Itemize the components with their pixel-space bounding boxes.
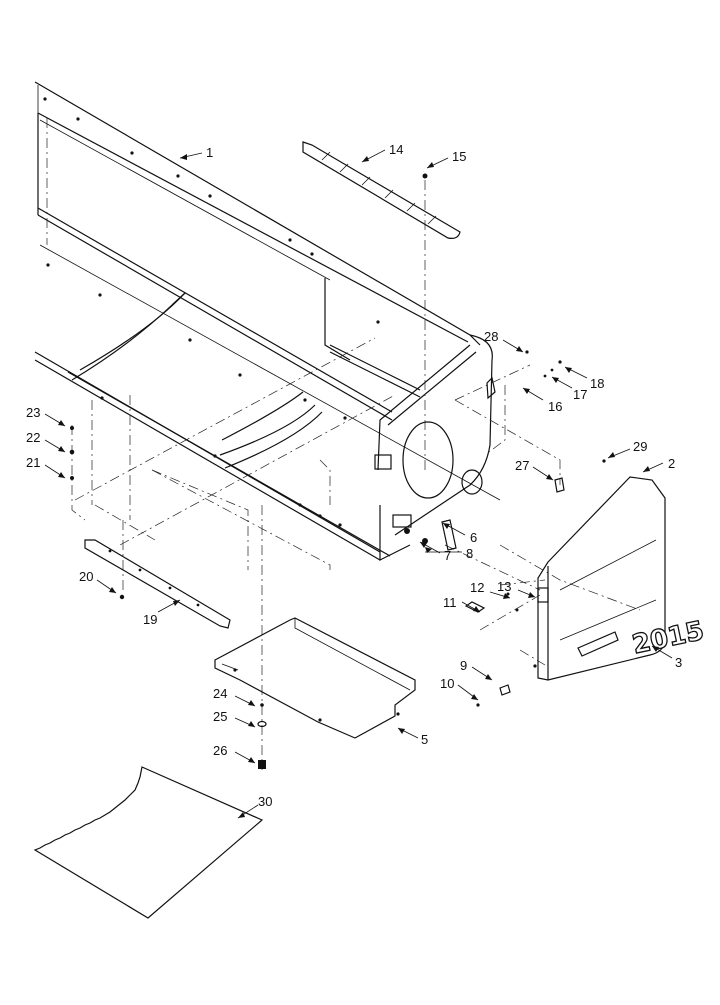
callout-29: 29 [633,439,647,454]
callout-8: 8 [466,546,473,561]
frame-holes [43,97,380,527]
callout-20: 20 [79,569,93,584]
callout-30: 30 [258,794,272,809]
callout-16: 16 [548,399,562,414]
callout-28: 28 [484,329,498,344]
part-30-decal-sheet [33,766,264,919]
part-bottom-tray [214,617,416,739]
callout-21: 21 [26,455,40,470]
hardware-24-26 [257,703,267,769]
callout-13: 13 [497,579,511,594]
callout-18: 18 [590,376,604,391]
logo-2015: 2015 [630,616,707,660]
callout-22: 22 [26,430,40,445]
callout-5: 5 [421,732,428,747]
callout-19: 19 [143,612,157,627]
callout-labels: 1 2 3 5 6 7 8 9 10 11 12 13 14 15 16 17 … [26,142,682,809]
callout-3: 3 [675,655,682,670]
part-15-bolt [422,173,428,179]
callout-14: 14 [389,142,403,157]
callout-23: 23 [26,405,40,420]
callout-7: 7 [444,548,451,563]
callout-6: 6 [470,530,477,545]
leader-arrows [44,149,673,819]
callout-11: 11 [443,595,457,610]
part-20-screw [119,594,125,600]
assembly-lines [46,118,641,770]
callout-15: 15 [452,149,466,164]
callout-1: 1 [206,145,213,160]
callout-17: 17 [573,387,587,402]
part-lower-strip [84,539,231,629]
callout-2: 2 [668,456,675,471]
callout-24: 24 [213,686,227,701]
small-hardware [422,350,606,707]
callout-10: 10 [440,676,454,691]
callout-26: 26 [213,743,227,758]
part-frame-trough [34,81,501,561]
hardware-21-23 [69,426,75,480]
part-top-strip [302,141,461,239]
callout-9: 9 [460,658,467,673]
callout-27: 27 [515,458,529,473]
callout-12: 12 [470,580,484,595]
part-end-cover [537,476,666,681]
callout-25: 25 [213,709,227,724]
